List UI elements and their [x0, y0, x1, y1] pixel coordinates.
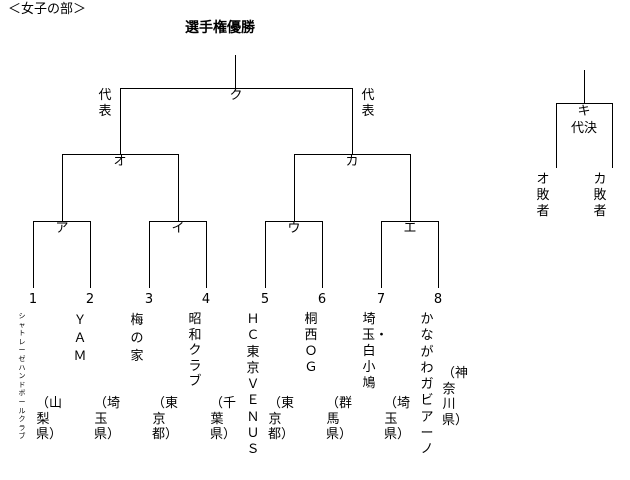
team-prefecture: （東京都）	[268, 396, 295, 442]
team-number: 2	[85, 292, 95, 307]
semi-right-label: カ	[345, 154, 359, 169]
playoff-match-label: キ	[577, 104, 591, 119]
team-number: 5	[260, 292, 270, 307]
representative-label-left: 代表	[98, 88, 112, 119]
team-name: 埼玉・白小鳩	[362, 312, 389, 391]
team-prefecture: （山梨県）	[36, 396, 63, 442]
team-number: 8	[433, 292, 443, 307]
qf-label-i: イ	[171, 221, 185, 236]
semi-left-label: オ	[113, 154, 127, 169]
playoff-right-loser: カ敗者	[593, 172, 607, 219]
team-number: 3	[144, 292, 154, 307]
team-prefecture: （東京都）	[152, 396, 179, 442]
team-number: 6	[317, 292, 327, 307]
team-name: ＹＡＭ	[73, 313, 87, 364]
team-name: かながわガビアーノ	[420, 312, 434, 458]
qf-label-u: ウ	[287, 221, 301, 236]
team-name: 昭和クラブ	[188, 312, 202, 389]
section-title: ＜女子の部＞	[8, 2, 87, 17]
team-name: ＨＣ東京ＶＥＮＵＳ	[246, 312, 260, 458]
final-match-label: ク	[229, 88, 243, 103]
team-number: 1	[28, 292, 38, 307]
team-prefecture: （群馬県）	[326, 396, 353, 442]
playoff-left-loser: オ敗者	[536, 172, 550, 219]
team-name: 桐西ＯＧ	[304, 312, 318, 375]
team-number: 7	[376, 292, 386, 307]
team-prefecture: （埼玉県）	[384, 396, 411, 442]
team-number: 4	[201, 292, 211, 307]
playoff-label: 代決	[570, 121, 598, 136]
qf-label-a: ア	[55, 221, 69, 236]
champion-label: 選手権優勝	[185, 20, 255, 36]
qf-label-e: エ	[403, 221, 417, 236]
representative-label-right: 代表	[361, 88, 375, 119]
team-prefecture: （埼玉県）	[94, 396, 121, 442]
team-name: シャトレーゼハンドボールクラブ	[18, 312, 26, 441]
team-prefecture: （千葉県）	[210, 396, 237, 442]
team-prefecture: （神奈川県）	[442, 366, 469, 428]
team-name: 梅の家	[130, 313, 144, 364]
